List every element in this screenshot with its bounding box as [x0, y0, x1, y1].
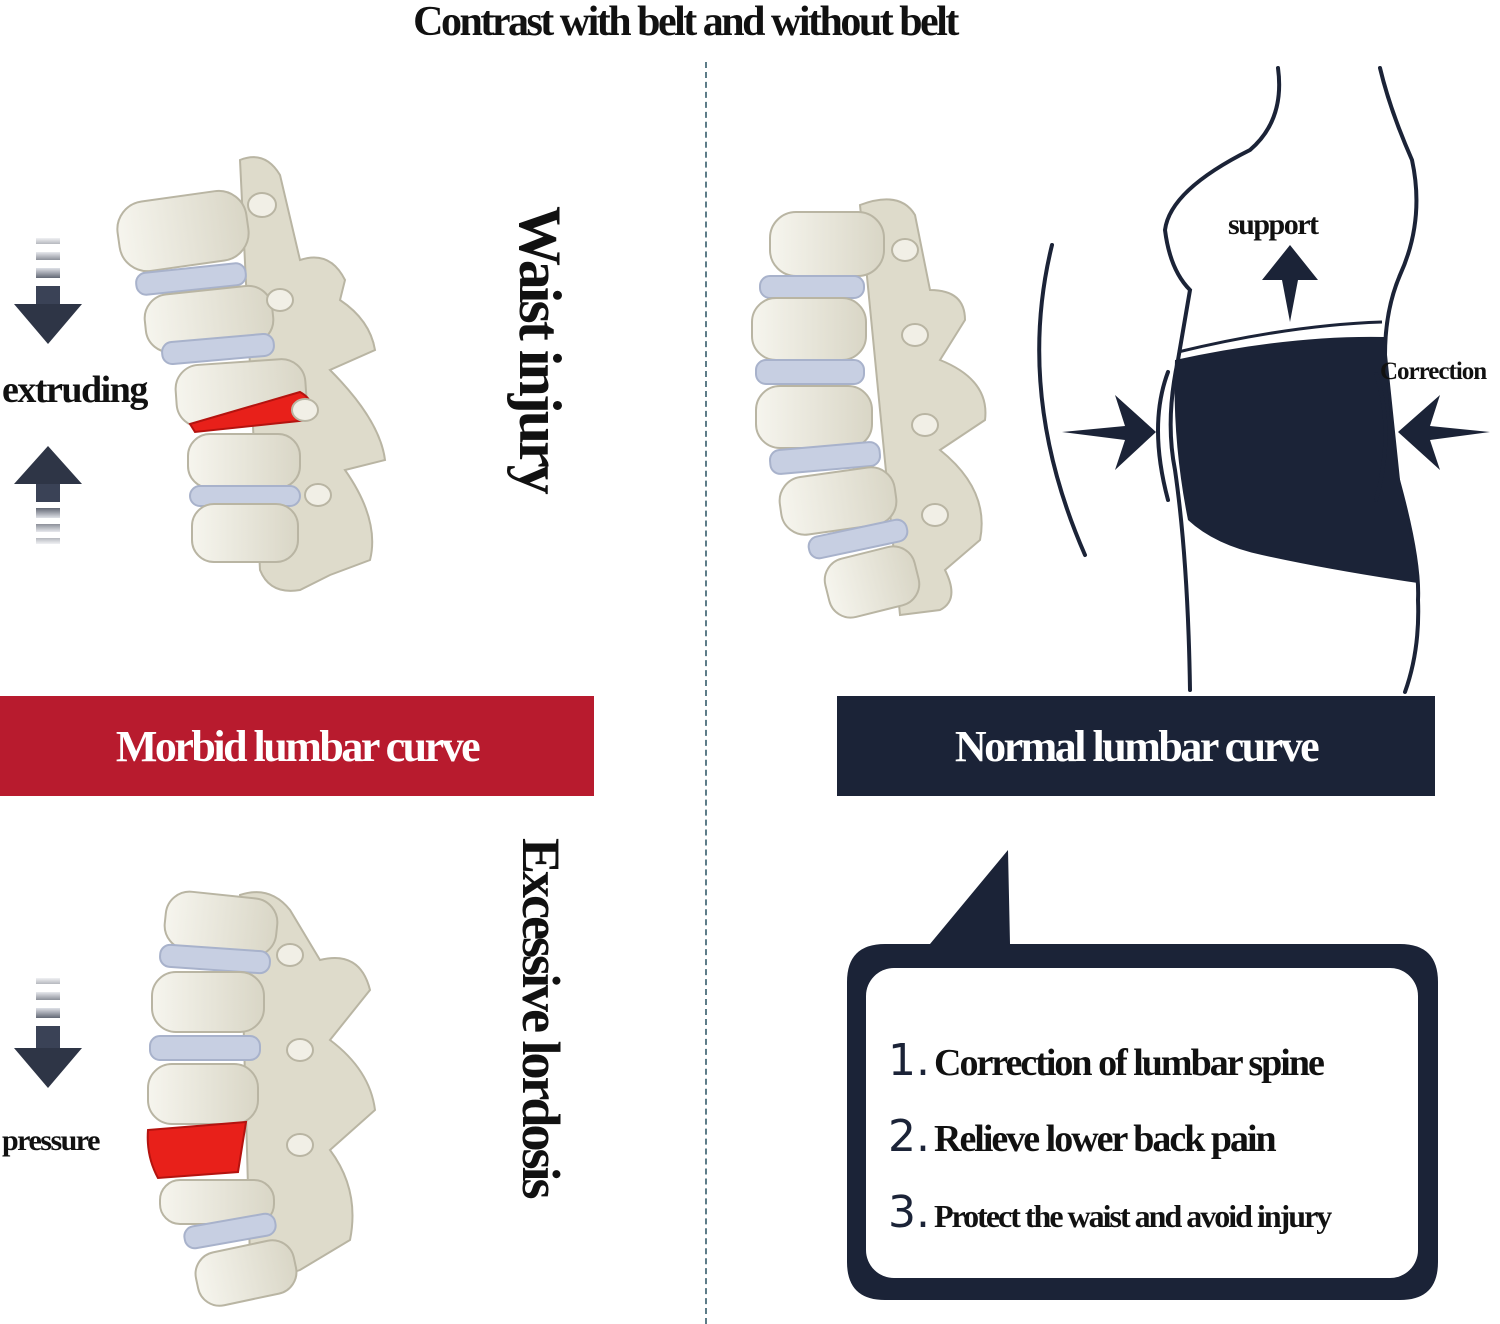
correction-arrow-right-icon: [1398, 395, 1490, 470]
center-divider: [705, 62, 707, 1324]
speech-bubble: [847, 850, 1438, 1300]
list-item-number: 3.: [888, 1187, 930, 1238]
support-arrow-icon: [1262, 245, 1318, 322]
body-curve-lines: [1037, 243, 1388, 557]
page-title: Contrast with belt and without belt: [413, 0, 959, 45]
list-item-text: Relieve lower back pain: [934, 1118, 1277, 1160]
list-item: 3. Protect the waist and avoid injury: [888, 1187, 1332, 1263]
list-item-text: Correction of lumbar spine: [934, 1042, 1325, 1084]
support-label: support: [1228, 208, 1319, 241]
pressure-arrow-icon: [14, 978, 82, 1088]
spine-illustration-normal: [751, 198, 987, 619]
spine-illustration-injury: [116, 156, 387, 592]
spine-illustration-lordosis: [146, 890, 377, 1307]
list-item-text: Protect the waist and avoid injury: [934, 1198, 1332, 1234]
normal-lumbar-curve-banner: Normal lumbar curve: [837, 696, 1435, 796]
excessive-lordosis-label: Excessive lordosis: [511, 838, 571, 1197]
list-item: 2. Relieve lower back pain: [888, 1111, 1330, 1187]
list-item: 1. Correction of lumbar spine: [888, 1035, 1330, 1111]
waist-injury-label: Waist injury: [507, 206, 573, 492]
benefits-list: 1. Correction of lumbar spine 2. Relieve…: [888, 1035, 1332, 1263]
list-item-number: 2.: [888, 1111, 930, 1162]
correction-label: Correction: [1380, 358, 1487, 385]
lumbar-belt-icon: [1174, 320, 1418, 583]
pressure-label: pressure: [2, 1124, 100, 1157]
correction-arrow-left-icon: [1062, 395, 1156, 470]
morbid-lumbar-curve-banner: Morbid lumbar curve: [0, 696, 594, 796]
list-item-number: 1.: [888, 1035, 930, 1086]
extruding-arrows-icon: [14, 238, 82, 544]
extruding-label: extruding: [2, 369, 148, 411]
